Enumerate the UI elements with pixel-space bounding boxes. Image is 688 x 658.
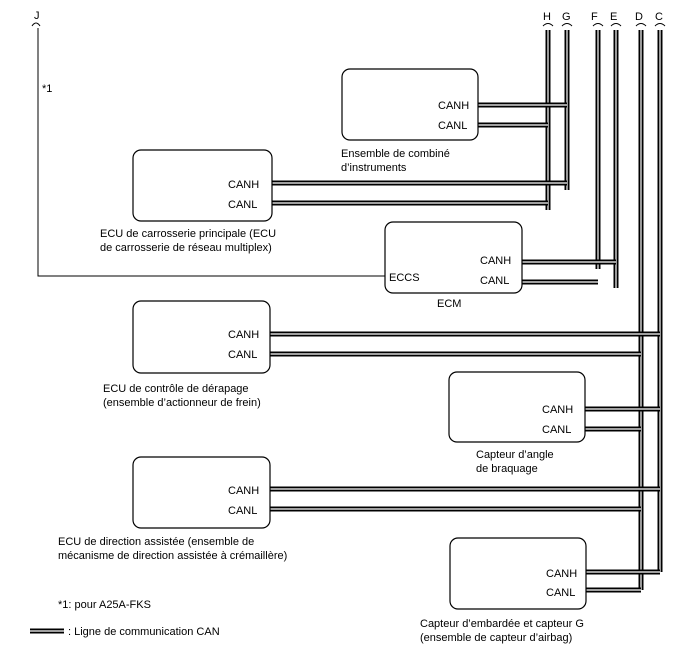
- footnote: *1: pour A25A-FKS: [58, 599, 151, 611]
- skid-ecu-canl-label: CANL: [228, 349, 257, 361]
- steering-sensor-canh-label: CANH: [542, 404, 573, 416]
- legend-label: : Ligne de communication CAN: [68, 626, 220, 638]
- yaw-rate-sensor: CANH CANL: [449, 537, 587, 610]
- eps-ecu-title-2: mécanisme de direction assistée à crémai…: [58, 550, 287, 562]
- steering-sensor-title-1: Capteur d’angle: [476, 449, 554, 461]
- skid-ecu-canh-label: CANH: [228, 329, 259, 341]
- connector-h-label: H: [543, 11, 551, 23]
- connector-g-label: G: [562, 11, 571, 23]
- body-ecu-title-1: ECU de carrosserie principale (ECU: [100, 228, 276, 240]
- ecm-eccs-label: ECCS: [389, 272, 420, 284]
- connector-f-label: F: [591, 11, 598, 23]
- ecm-canh-label: CANH: [480, 255, 511, 267]
- connector-d-label: D: [635, 11, 643, 23]
- combination-meter: CANH CANL: [341, 68, 479, 141]
- meter-title-2: d’instruments: [341, 162, 407, 174]
- eps-ecu-canl-label: CANL: [228, 505, 257, 517]
- wire-j-eccs: [31, 22, 386, 277]
- steering-sensor-title-2: de braquage: [476, 463, 538, 475]
- ecm-canl-label: CANL: [480, 275, 509, 287]
- power-steering-ecu: CANH CANL: [132, 456, 271, 529]
- body-ecu-canh-label: CANH: [228, 179, 259, 191]
- skid-control-ecu: CANH CANL: [132, 300, 271, 374]
- eps-ecu-canh-label: CANH: [228, 485, 259, 497]
- connector-e-label: E: [610, 11, 617, 23]
- ecm-title: ECM: [437, 298, 461, 310]
- body-ecu-canl-label: CANL: [228, 199, 257, 211]
- eps-ecu-title-1: ECU de direction assistée (ensemble de: [58, 536, 254, 548]
- meter-title-1: Ensemble de combiné: [341, 148, 450, 160]
- meter-canl-label: CANL: [438, 120, 467, 132]
- ecm: CANH CANL ECCS: [384, 221, 523, 294]
- connector-j-label: J: [34, 10, 40, 22]
- steering-sensor-canl-label: CANL: [542, 424, 571, 436]
- yaw-sensor-canl-label: CANL: [546, 587, 575, 599]
- connector-c-label: C: [655, 11, 663, 23]
- bus-break-marks: [542, 23, 666, 27]
- yaw-sensor-canh-label: CANH: [546, 568, 577, 580]
- steering-angle-sensor: CANH CANL: [448, 371, 586, 443]
- yaw-sensor-title-2: (ensemble de capteur d’airbag): [420, 632, 572, 644]
- body-ecu-title-2: de carrosserie de réseau multiplex): [100, 242, 272, 254]
- note-marker: *1: [42, 83, 52, 95]
- main-body-ecu: CANH CANL: [132, 149, 273, 222]
- meter-canh-label: CANH: [438, 100, 469, 112]
- yaw-sensor-title-1: Capteur d’embardée et capteur G: [420, 618, 584, 630]
- skid-ecu-title-1: ECU de contrôle de dérapage: [103, 383, 249, 395]
- skid-ecu-title-2: (ensemble d’actionneur de frein): [103, 397, 261, 409]
